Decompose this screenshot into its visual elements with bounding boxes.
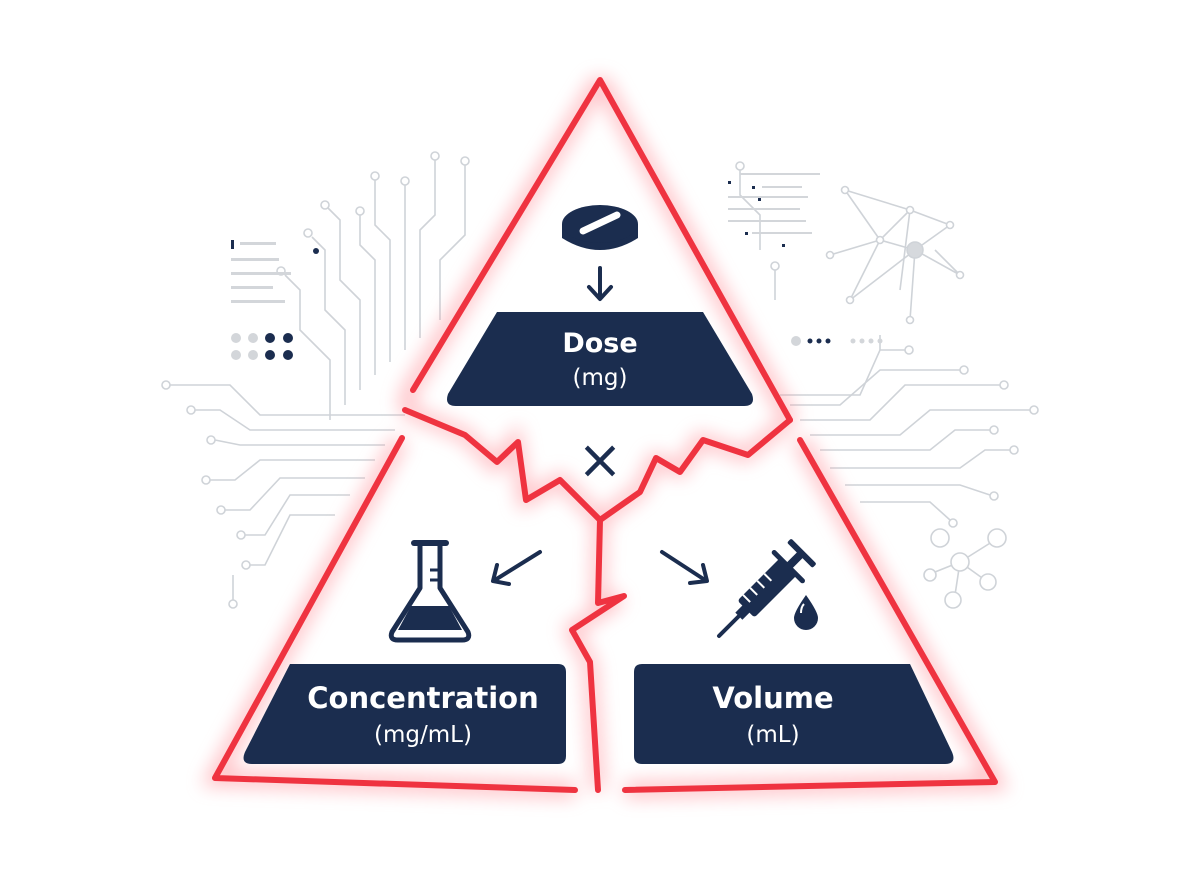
concentration-unit: (mg/mL) bbox=[374, 722, 472, 748]
formula-triangle bbox=[201, 75, 1009, 798]
volume-unit: (mL) bbox=[746, 722, 799, 748]
arrow-down-icon bbox=[587, 266, 613, 301]
dose-unit: (mg) bbox=[573, 365, 628, 391]
volume-box: Volume (mL) bbox=[634, 664, 954, 764]
triangle-left-edge bbox=[212, 435, 578, 793]
pill-tablet-icon bbox=[562, 205, 638, 250]
concentration-title: Concentration bbox=[307, 681, 538, 715]
arrow-left-down-icon bbox=[491, 550, 542, 586]
triangle-top-edge bbox=[410, 77, 793, 423]
data-dots-decoration bbox=[231, 173, 883, 360]
multiply-icon: × bbox=[577, 428, 622, 491]
volume-title: Volume bbox=[712, 681, 833, 715]
syringe-drop-icon bbox=[717, 539, 818, 638]
crack-vertical bbox=[569, 517, 627, 793]
triangle-right-edge bbox=[622, 437, 998, 793]
erlenmeyer-flask-icon bbox=[388, 540, 472, 643]
circuit-background bbox=[161, 151, 1039, 609]
concentration-box: Concentration (mg/mL) bbox=[243, 664, 566, 764]
dose-title: Dose bbox=[562, 328, 637, 359]
dose-box: Dose (mg) bbox=[447, 312, 753, 406]
arrow-right-down-icon bbox=[660, 550, 709, 585]
operator-symbol: × bbox=[577, 428, 622, 491]
